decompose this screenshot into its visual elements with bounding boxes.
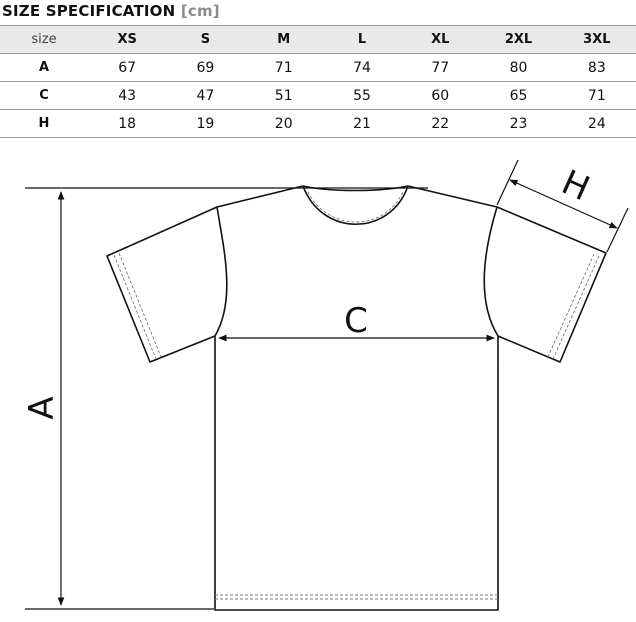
dimension-h-extension-outer (606, 207, 629, 253)
table-cell: 19 (166, 109, 245, 138)
collar-stitch (307, 191, 404, 223)
left-sleeve-hem-stitch (113, 254, 157, 360)
row-label: C (0, 81, 88, 110)
dimension-c-label: C (344, 301, 368, 341)
table-row: A 67 69 71 74 77 80 83 (0, 53, 636, 82)
column-header: XL (401, 25, 480, 54)
left-sleeve-hem-stitch-2 (118, 252, 162, 358)
page-title: SIZE SPECIFICATION [cm] (2, 2, 220, 20)
tshirt-outline (106, 185, 607, 611)
column-header: XS (88, 25, 167, 54)
table-cell: 21 (322, 109, 402, 138)
right-sleeve-hem-stitch (552, 255, 600, 360)
table-cell: 55 (322, 81, 402, 110)
row-label: H (0, 109, 88, 138)
table-cell: 65 (479, 81, 558, 110)
table-cell: 51 (244, 81, 323, 110)
column-header: 3XL (557, 25, 636, 54)
column-header: M (244, 25, 323, 54)
table-cell: 18 (88, 109, 167, 138)
column-header: 2XL (479, 25, 558, 54)
table-cell: 71 (244, 53, 323, 82)
table-cell: 22 (401, 109, 480, 138)
dimension-h (496, 159, 629, 253)
dimension-a (25, 187, 428, 610)
column-header: S (166, 25, 245, 54)
table-cell: 47 (166, 81, 245, 110)
table-header-row: size XS S M L XL 2XL 3XL (0, 25, 636, 54)
left-armhole-seam (214, 206, 228, 337)
table-cell: 77 (401, 53, 480, 82)
stitching (113, 191, 600, 600)
dimension-h-arrow (509, 179, 618, 229)
collar-front (302, 185, 409, 226)
table-cell: 71 (557, 81, 636, 110)
column-header: L (322, 25, 402, 54)
table-row: H 18 19 20 21 22 23 24 (0, 109, 636, 138)
tshirt-body-outline (106, 185, 607, 611)
table-cell: 83 (557, 53, 636, 82)
row-label: A (0, 53, 88, 82)
table-cell: 43 (88, 81, 167, 110)
table-cell: 20 (244, 109, 323, 138)
table-cell: 80 (479, 53, 558, 82)
table-cell: 69 (166, 53, 245, 82)
table-corner-label: size (0, 25, 88, 54)
dimension-a-label: A (22, 396, 62, 419)
table-cell: 74 (322, 53, 402, 82)
title-text: SIZE SPECIFICATION (2, 2, 176, 20)
size-table: size XS S M L XL 2XL 3XL A 67 69 71 74 7… (0, 25, 636, 138)
right-sleeve-hem-stitch-2 (547, 253, 595, 358)
title-unit: [cm] (180, 2, 220, 20)
table-cell: 24 (557, 109, 636, 138)
table-row: C 43 47 51 55 60 65 71 (0, 81, 636, 110)
table-cell: 60 (401, 81, 480, 110)
right-armhole-seam (483, 206, 499, 337)
dimension-h-label: H (556, 162, 596, 209)
table-cell: 67 (88, 53, 167, 82)
dimension-h-extension-inner (496, 159, 519, 206)
table-cell: 23 (479, 109, 558, 138)
